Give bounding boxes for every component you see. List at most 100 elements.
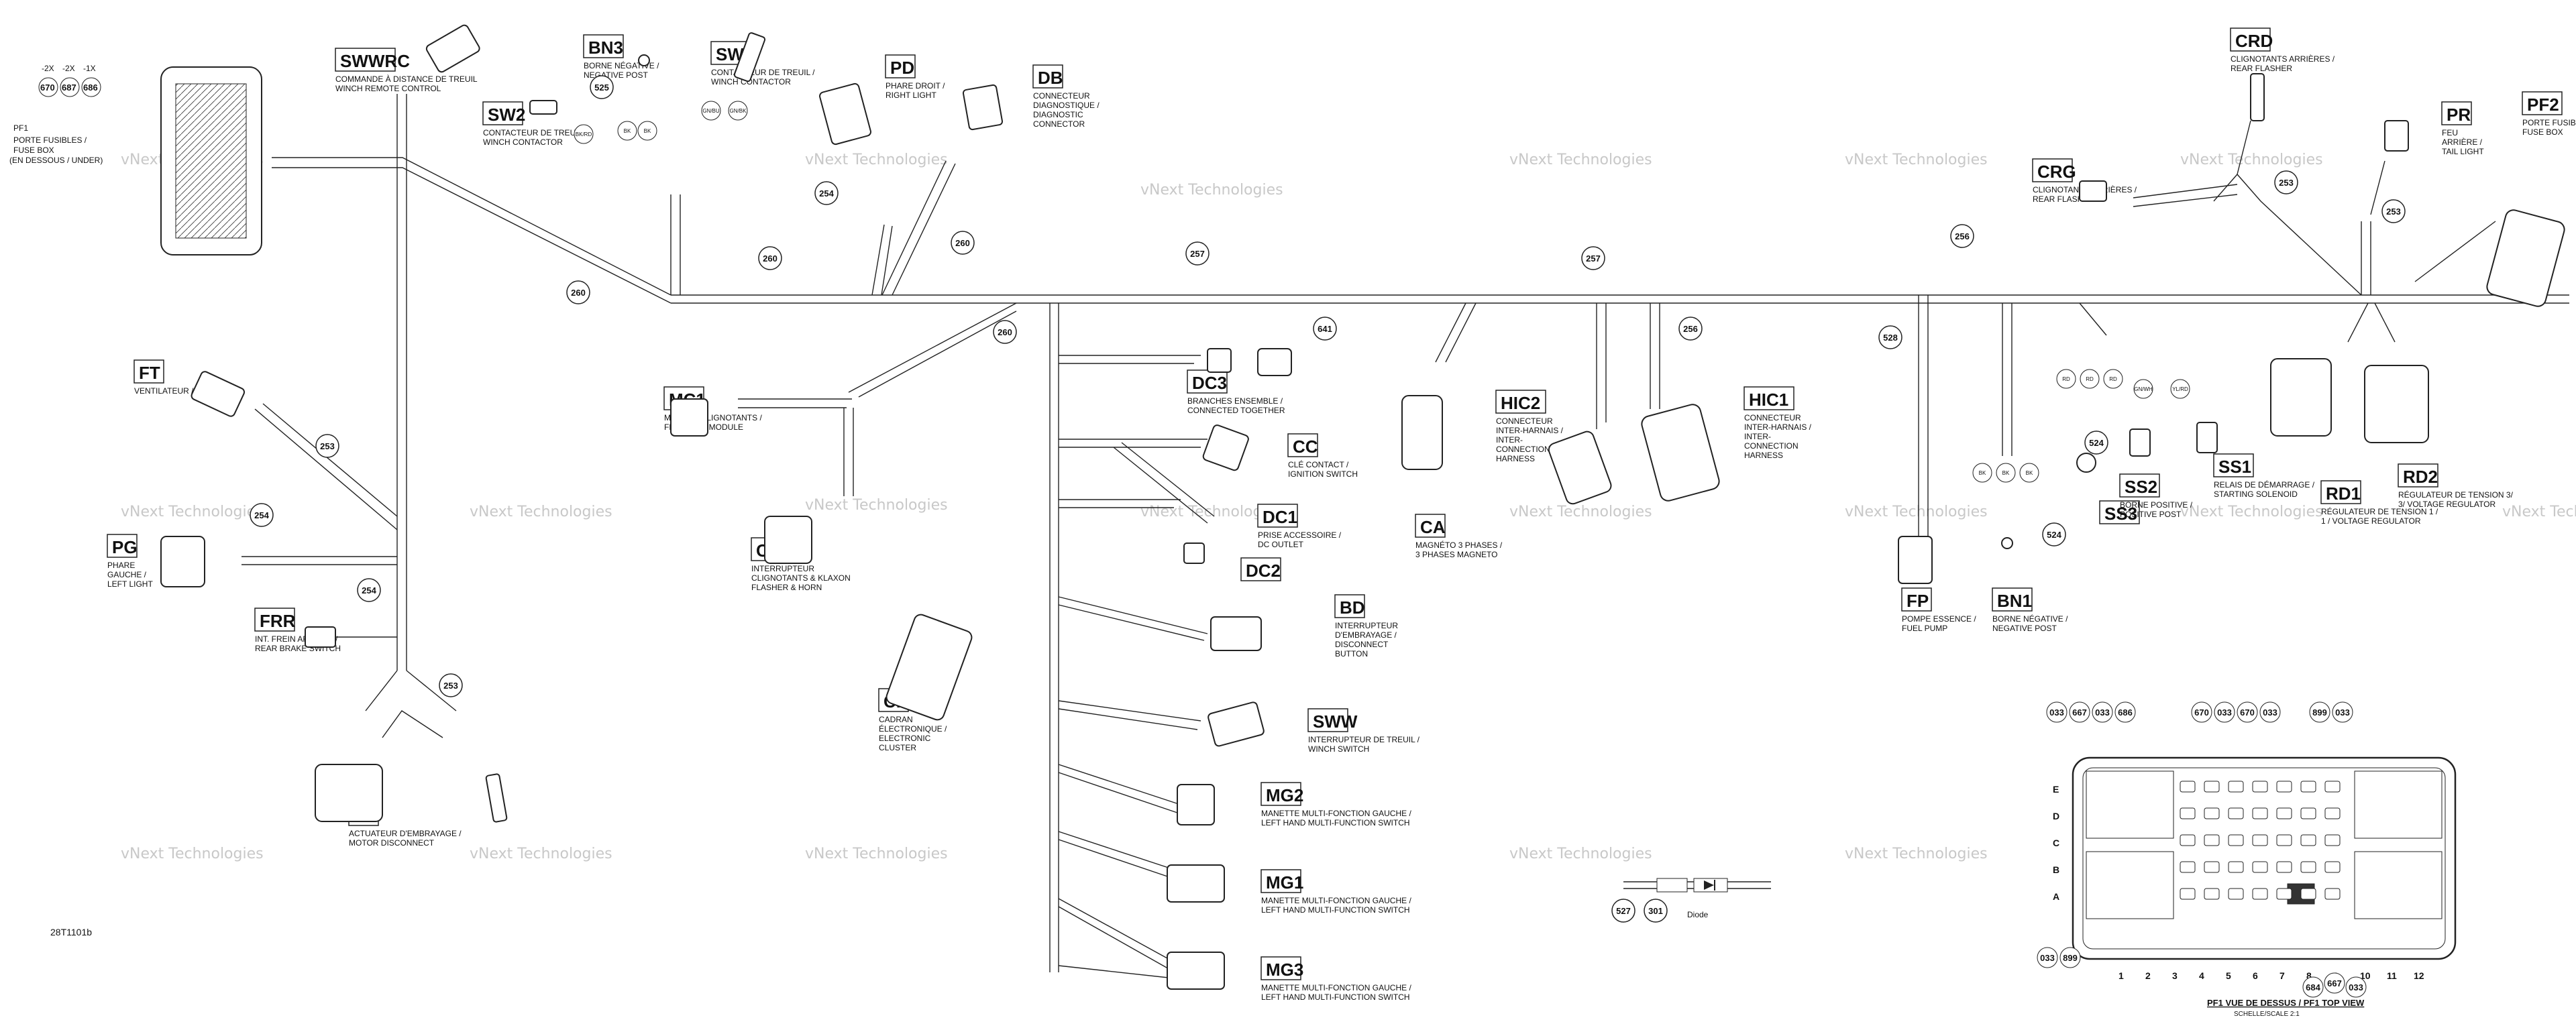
connector-desc: FLASHER & HORN <box>751 583 822 592</box>
svg-text:BK: BK <box>2026 470 2033 476</box>
connector-code: CRD <box>2235 31 2273 51</box>
svg-text:BK: BK <box>624 128 631 134</box>
connector-desc: CONTACTEUR DE TREUIL / <box>483 128 587 137</box>
connector-code: DC1 <box>1263 507 1297 527</box>
fuse-ref: 899 <box>2059 947 2081 968</box>
svg-text:256: 256 <box>1683 324 1698 334</box>
svg-text:BK/RD: BK/RD <box>576 131 592 137</box>
connector-code: RD2 <box>2403 467 2438 487</box>
connector-code: MG3 <box>1266 960 1303 980</box>
svg-text:256: 256 <box>1955 231 1970 241</box>
svg-text:BK: BK <box>2002 470 2010 476</box>
connector-desc: STARTING SOLENOID <box>2214 490 2298 499</box>
connector-desc: POSITIVE POST <box>2120 510 2182 519</box>
fuse-ref: 670 <box>2237 701 2258 723</box>
connector-desc: RIGHT LIGHT <box>885 91 936 100</box>
connector-ss3[interactable]: SS3 <box>2099 500 2140 524</box>
fuse-top-view-title: PF1 VUE DE DESSUS / PF1 TOP VIEW <box>2207 998 2365 1008</box>
connector-desc: CONNECTEUR <box>1033 91 1090 101</box>
wire-number: 253 <box>439 673 463 697</box>
fuse-col-labels: 123456789101112 <box>2118 970 2424 981</box>
watermark: vNext Technologies <box>2180 152 2323 168</box>
connector-code: SS2 <box>2125 477 2157 497</box>
fuse-ref: 033 <box>2259 701 2281 723</box>
connector-code: PD <box>890 58 914 78</box>
svg-text:253: 253 <box>2386 207 2401 217</box>
connector-desc: CLIGNOTANTS ARRIÈRES / <box>2231 54 2335 64</box>
wire-number: 257 <box>1581 246 1605 270</box>
svg-text:-1X: -1X <box>83 64 96 73</box>
connector-desc: WINCH REMOTE CONTROL <box>335 84 441 93</box>
connector-desc: MANETTE MULTI-FONCTION GAUCHE / <box>1261 983 1411 992</box>
wire-number: 260 <box>566 280 590 304</box>
svg-text:260: 260 <box>763 253 777 264</box>
wire-number: 301 <box>1644 899 1668 923</box>
connector-desc: NEGATIVE POST <box>1992 624 2057 633</box>
fuse-box-pf1[interactable]: PF1 PORTE FUSIBLES / FUSE BOX (EN DESSOU… <box>9 64 262 255</box>
connector-desc: MOTOR DISCONNECT <box>349 838 435 848</box>
connector-code: PR <box>2447 105 2471 125</box>
svg-text:(EN DESSOUS / UNDER): (EN DESSOUS / UNDER) <box>9 156 103 165</box>
connector-desc: PORTE FUSIBLES / <box>2522 118 2576 127</box>
fuse-row-label: D <box>2053 811 2059 821</box>
connector-desc: RÉGULATEUR DE TENSION 3/ <box>2398 490 2514 500</box>
connector-desc: 1 / VOLTAGE REGULATOR <box>2321 516 2421 526</box>
fuse-col-label: 12 <box>2414 970 2424 981</box>
fuse-ref: 667 <box>2069 701 2090 723</box>
connector-code: SWW <box>1313 711 1358 732</box>
wire-color: BK <box>1996 463 2016 483</box>
connector-desc: D'EMBRAYAGE / <box>1335 630 1397 640</box>
svg-text:BK: BK <box>1979 470 1986 476</box>
connector-desc: CONNECTOR <box>1033 119 1085 129</box>
fuse-ref: 684 <box>2302 976 2324 998</box>
svg-text:527: 527 <box>1616 906 1631 916</box>
connector-code: SS3 <box>2104 504 2137 524</box>
connector-dc2[interactable]: DC2 <box>1240 557 1281 581</box>
connector-desc: FUEL PUMP <box>1902 624 1947 633</box>
watermark: vNext Technologies <box>470 846 612 862</box>
fuse-col-label: 3 <box>2172 970 2178 981</box>
connector-code: FP <box>1907 591 1929 611</box>
svg-text:254: 254 <box>254 510 269 520</box>
wire-number: 527 <box>1611 899 1635 923</box>
connector-desc: BRANCHES ENSEMBLE / <box>1187 396 1283 406</box>
connector-desc: INTER-HARNAIS / <box>1496 426 1564 435</box>
fuse-col-label: 4 <box>2199 970 2204 981</box>
fuse-box-code: PF1 <box>13 123 28 133</box>
connector-code: SW2 <box>488 105 525 125</box>
fuse-ref: 686 <box>2114 701 2136 723</box>
connector-desc: MANETTE MULTI-FONCTION GAUCHE / <box>1261 896 1411 905</box>
connector-desc: IGNITION SWITCH <box>1288 469 1358 479</box>
connector-code: SWWRC <box>340 51 410 71</box>
connector-desc: CLIGNOTANTS & KLAXON <box>751 573 851 583</box>
connector-desc: NEGATIVE POST <box>584 70 648 80</box>
